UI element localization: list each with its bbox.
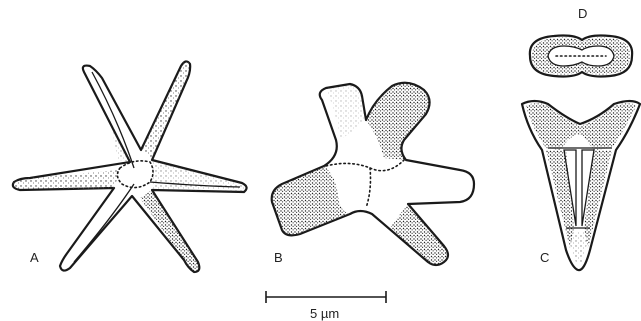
label-b: B [274, 250, 283, 265]
spicule-b: B [272, 83, 474, 265]
label-a: A [30, 250, 39, 265]
scale-bar-label: 5 µm [310, 306, 339, 321]
spicule-d: D [530, 6, 632, 77]
label-c: C [540, 250, 549, 265]
label-d: D [578, 6, 587, 21]
spicule-a: A [13, 61, 247, 272]
spicule-c: C [522, 101, 640, 270]
scale-bar: 5 µm [266, 291, 386, 321]
